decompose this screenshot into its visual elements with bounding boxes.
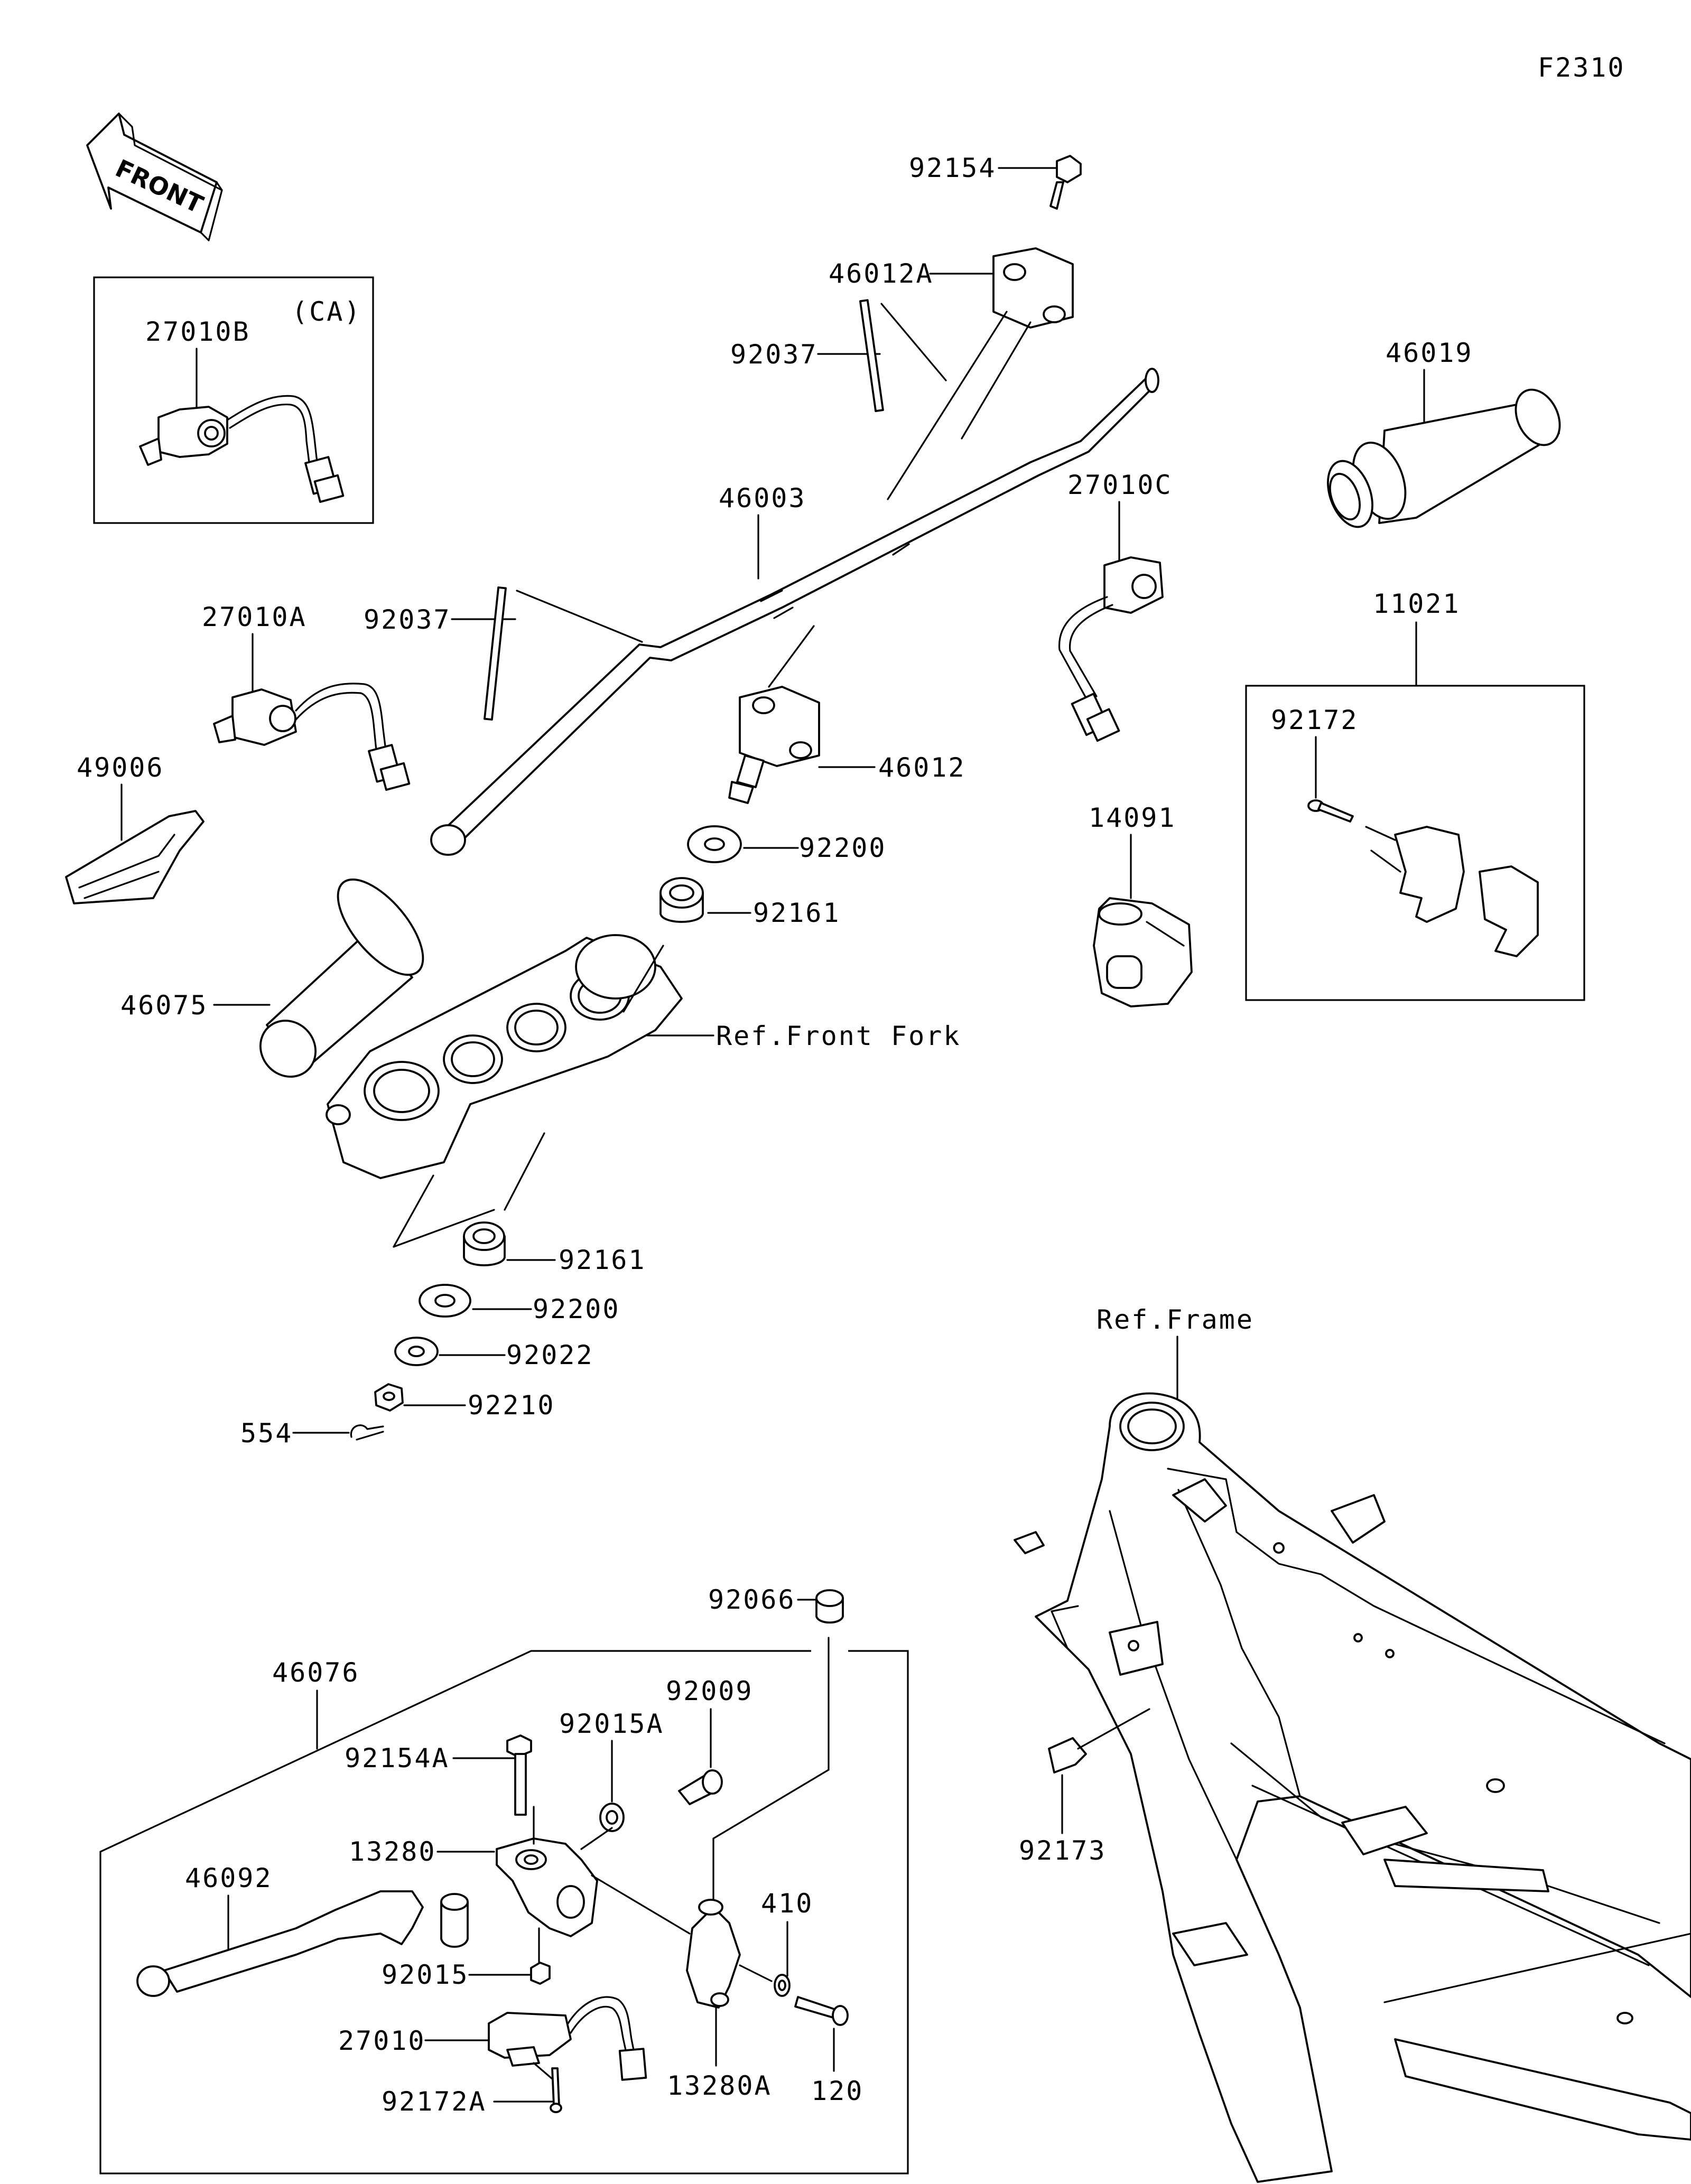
callout-92037-mid: 92037 — [364, 604, 451, 635]
callout-92037-top: 92037 — [730, 339, 818, 370]
nut-92210-icon — [374, 1383, 404, 1412]
callout-92172: 92172 — [1271, 705, 1359, 735]
callout-92066: 92066 — [708, 1584, 796, 1615]
switch-housing-icon — [1370, 826, 1539, 957]
clamp-13280a-icon — [686, 1899, 773, 2009]
clamp-46012-icon — [728, 625, 820, 804]
screw-92009-icon — [678, 1769, 723, 1805]
bushing-92161-top-icon — [659, 877, 704, 923]
triple-clamp-icon — [326, 934, 683, 1248]
ca-region-label: (CA) — [292, 296, 361, 327]
bolt-92154a-icon — [506, 1734, 532, 1816]
holder-13280-icon — [496, 1806, 691, 1937]
callout-92154a: 92154A — [345, 1743, 450, 1774]
clamp-46012a-icon — [887, 247, 1074, 500]
diagram-code: F2310 — [1538, 52, 1625, 83]
switch-box-11021: 92172 — [1245, 685, 1585, 1001]
callout-46092: 46092 — [185, 1863, 273, 1893]
callout-13280: 13280 — [349, 1836, 436, 1867]
pin-92037-top-icon — [859, 299, 947, 412]
cotter-pin-554-icon — [350, 1424, 384, 1441]
lever-46092-icon — [136, 1890, 469, 1997]
screw-92172a-icon — [550, 2067, 562, 2113]
switch-27010b-icon — [139, 395, 345, 503]
callout-27010c: 27010C — [1067, 470, 1173, 500]
switch-27010c-icon — [1058, 556, 1164, 742]
callout-46012: 46012 — [878, 752, 966, 783]
cap-92066-icon — [815, 1589, 844, 1624]
callout-11021: 11021 — [1373, 589, 1461, 619]
washer-92200-bottom-icon — [419, 1284, 471, 1318]
callout-554: 554 — [240, 1418, 293, 1449]
callout-92172a: 92172A — [382, 2086, 487, 2117]
callout-92200-top: 92200 — [799, 833, 887, 863]
callout-27010: 27010 — [338, 2026, 426, 2056]
callout-49006: 49006 — [77, 752, 164, 783]
lever-box-46076 — [99, 1650, 909, 2174]
screw-92172-icon — [1307, 799, 1396, 841]
callout-14091: 14091 — [1089, 802, 1176, 833]
handlebar-46003-icon — [430, 368, 1159, 856]
ca-box: (CA) 27010B — [93, 276, 374, 524]
callout-120: 120 — [811, 2076, 863, 2106]
bolt-120-icon — [794, 1996, 849, 2026]
callout-46076: 46076 — [272, 1657, 360, 1688]
pin-92037-mid-icon — [484, 586, 643, 721]
cover-14091-icon — [1093, 897, 1193, 1007]
ref-front-fork: Ref.Front Fork — [716, 1021, 961, 1051]
nut-92015a-icon — [599, 1803, 625, 1832]
callout-92161-top: 92161 — [753, 898, 841, 928]
callout-27010b: 27010B — [145, 316, 250, 347]
callout-46019: 46019 — [1386, 338, 1473, 368]
callout-92022: 92022 — [506, 1340, 594, 1370]
callout-92200-bottom: 92200 — [533, 1294, 620, 1324]
callout-92173: 92173 — [1019, 1835, 1107, 1866]
callout-92154: 92154 — [909, 153, 997, 183]
grip-46075-icon — [259, 878, 424, 1078]
switch-27010-icon — [488, 1996, 647, 2081]
callout-92015: 92015 — [382, 1959, 469, 1990]
front-arrow-icon: FRONT — [86, 113, 223, 241]
callout-92015a: 92015A — [559, 1709, 664, 1739]
ref-frame: Ref.Frame — [1097, 1304, 1254, 1335]
protector-49006-icon — [65, 810, 205, 904]
washer-92200-top-icon — [687, 825, 742, 863]
callout-27010a: 27010A — [202, 602, 307, 632]
clip-92173-icon — [1048, 1708, 1150, 1774]
bushing-92161-bottom-icon — [463, 1221, 506, 1266]
grip-46019-icon — [1327, 388, 1561, 528]
switch-27010a-icon — [213, 683, 411, 791]
callout-46003: 46003 — [719, 483, 806, 514]
callout-92210: 92210 — [468, 1390, 555, 1421]
callout-13280a: 13280A — [667, 2070, 772, 2101]
washer-92022-icon — [394, 1337, 439, 1366]
frame-icon — [1014, 1392, 1691, 2183]
callout-46012a: 46012A — [829, 258, 934, 289]
bolt-92154-icon — [1049, 155, 1082, 210]
callout-410: 410 — [761, 1888, 813, 1919]
washer-410-icon — [774, 1974, 791, 1997]
callout-92009: 92009 — [666, 1676, 754, 1706]
nut-92015-icon — [530, 1927, 551, 1985]
callout-46075: 46075 — [120, 990, 208, 1021]
callout-92161-bottom: 92161 — [559, 1245, 646, 1275]
